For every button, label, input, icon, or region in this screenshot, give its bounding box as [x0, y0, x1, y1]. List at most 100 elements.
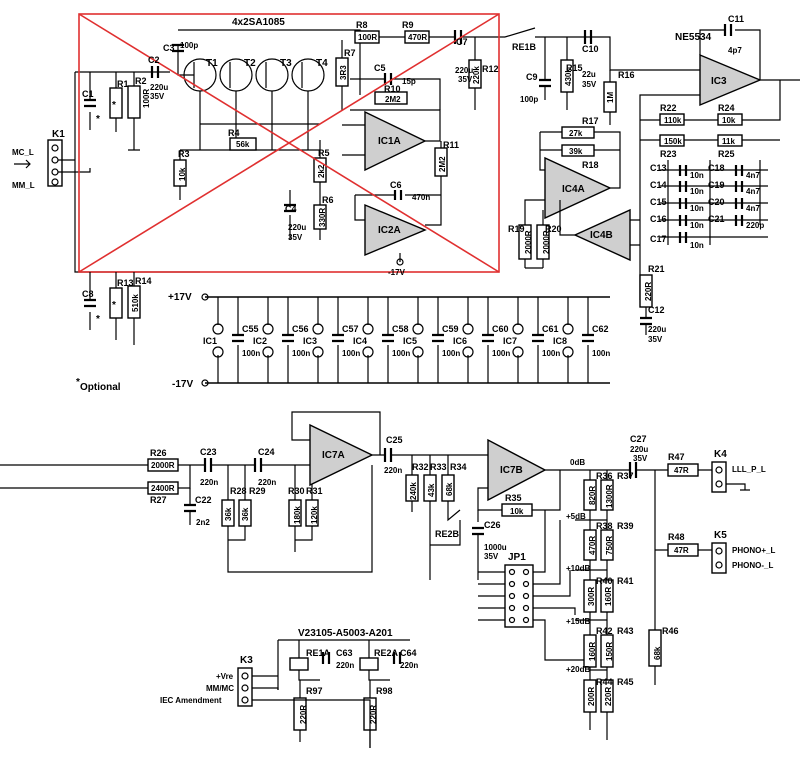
label-r34: R34 [450, 462, 467, 472]
label-r12: R12 [482, 64, 499, 74]
label-c64: C64 [400, 648, 417, 658]
label-c24v: 220n [258, 478, 276, 487]
label-c23: C23 [200, 447, 217, 457]
label-ic7: IC7 [503, 336, 517, 346]
label-c2: C2 [148, 55, 160, 65]
label-r6v: 330R [318, 208, 327, 227]
label-c61: C61 [542, 324, 559, 334]
label-r97v: 220R [299, 705, 308, 724]
label-r38: R38 [596, 521, 613, 531]
label-r11v: 2M2 [438, 156, 447, 172]
label-r36: R36 [596, 471, 613, 481]
optional-note: Optional [80, 382, 121, 393]
label-db0: 0dB [570, 458, 585, 467]
label-r20v: 2000R [542, 230, 551, 254]
label-c2v: 220u [150, 83, 168, 92]
opamp-ic4b [573, 208, 631, 262]
label-r38v: 470R [588, 536, 597, 555]
label-c58: C58 [392, 324, 409, 334]
label-ic8: IC8 [553, 336, 567, 346]
label-r3: R3 [178, 149, 190, 159]
label-c27: C27 [630, 434, 647, 444]
label-relay: V23105-A5003-A201 [298, 628, 393, 639]
label-r30v: 180k [293, 506, 302, 524]
label-r23: R23 [660, 149, 677, 159]
label-c10n: 10n [690, 187, 704, 196]
label-c10n: 10n [690, 221, 704, 230]
label-r39v: 750R [605, 536, 614, 555]
label-r17v: 27k [569, 129, 583, 138]
label-r2v: 100R [142, 89, 151, 108]
label-c21v: 220p [746, 221, 764, 230]
label-c4n7: 4n7 [746, 187, 760, 196]
label-c10n: 10n [690, 171, 704, 180]
label-c22: C22 [195, 495, 212, 505]
label-c5: C5 [374, 63, 386, 73]
label-r28v: 36k [224, 507, 233, 521]
label-r35: R35 [505, 493, 522, 503]
label-r22: R22 [660, 103, 677, 113]
label-r45: R45 [617, 677, 634, 687]
label-c26v2: 35V [484, 552, 499, 561]
label-c100n: 100n [442, 349, 460, 358]
label-r26: R26 [150, 448, 167, 458]
asterisk: * [112, 300, 116, 311]
label-r46v: 68k [653, 646, 662, 660]
label-r35v: 10k [510, 507, 524, 516]
label-r26v: 2000R [151, 461, 175, 470]
cap-ladder-c13-c21 [660, 160, 768, 245]
label-c9v: 100p [520, 95, 538, 104]
label-c11: C11 [728, 14, 744, 24]
relay-re2a [359, 657, 379, 671]
label-r98: R98 [376, 686, 393, 696]
label-re1b: RE1B [512, 42, 537, 52]
label-r21: R21 [648, 264, 665, 274]
label-r33v: 43k [427, 483, 436, 497]
label-r15: R15 [566, 63, 583, 73]
label-ic5: IC5 [403, 336, 417, 346]
label-r22v: 110k [664, 116, 682, 125]
label-c10v: 22u [582, 70, 596, 79]
label-r45v: 220R [604, 687, 613, 706]
label-c63: C63 [336, 648, 353, 658]
label-r13: R13 [117, 278, 134, 288]
label-c10n: 10n [690, 204, 704, 213]
label-c20: C20 [708, 197, 725, 207]
label-r10: R10 [384, 84, 401, 94]
label-c62: C62 [592, 324, 609, 334]
label-c4: C4 [285, 204, 297, 214]
label-c60: C60 [492, 324, 509, 334]
opamp-ic4a [544, 156, 612, 220]
label-re2b: RE2B [435, 529, 460, 539]
label-r31: R31 [306, 486, 323, 496]
label-re1a: RE1A [306, 648, 331, 658]
label-r47v: 47R [674, 466, 689, 475]
label-c7v2: 35V [458, 75, 473, 84]
supply-pos-label: +17V [168, 292, 192, 303]
t2-label: T2 [244, 58, 256, 69]
label-c12v2: 35V [648, 335, 663, 344]
label-r28: R28 [230, 486, 247, 496]
connector-k3 [237, 667, 253, 707]
label-r30: R30 [288, 486, 305, 496]
label-c55: C55 [242, 324, 259, 334]
label-c63v: 220n [336, 661, 354, 670]
label-c11v: 4p7 [728, 46, 742, 55]
label-r48v: 47R [674, 546, 689, 555]
label-r24v: 10k [722, 116, 736, 125]
label-out_l: LLL_P_L [732, 465, 766, 474]
label-c27v2: 35V [633, 454, 648, 463]
label-c16: C16 [650, 214, 667, 224]
label-db15: +15dB [566, 617, 590, 626]
label-r9: R9 [402, 20, 414, 30]
label-c7v: 220u [455, 66, 473, 75]
label-c57: C57 [342, 324, 359, 334]
disabled-block-frame [78, 13, 500, 273]
label-c17: C17 [650, 234, 667, 244]
label-r12v: 220k [472, 66, 481, 84]
label-r1: R1 [117, 79, 129, 89]
label-r18v: 39k [569, 147, 583, 156]
label-r9v: 470R [408, 33, 427, 42]
relay-re1a [289, 657, 309, 671]
label-ic4: IC4 [353, 336, 367, 346]
